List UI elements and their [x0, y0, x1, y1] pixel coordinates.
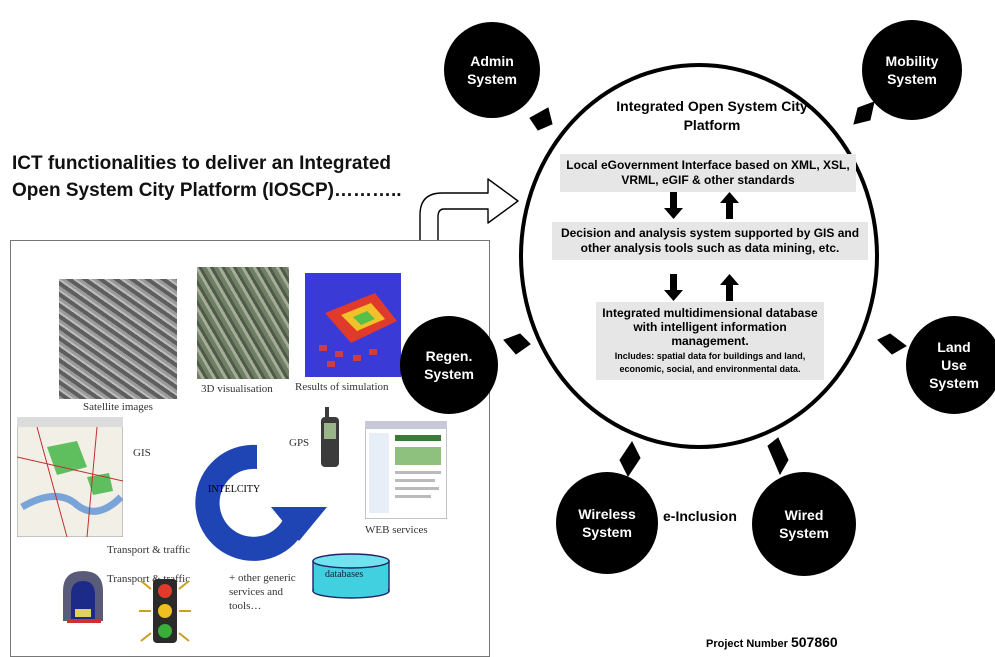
satellite-caption: Satellite images [83, 401, 153, 413]
traffic-light-icon [139, 579, 191, 643]
simulation-image [305, 273, 401, 377]
intelcity-label: INTELCITY [208, 484, 261, 495]
databases-icon [312, 553, 390, 599]
satellite-image [59, 279, 177, 399]
decision-analysis-box: Decision and analysis system supported b… [552, 222, 868, 260]
project-number: Project Number 507860 [706, 634, 838, 650]
platform-title: Integrated Open System City Platform [616, 98, 808, 133]
project-number-label: Project Number [706, 638, 788, 650]
3d-visualisation-image [197, 267, 289, 379]
regen-system-node: Regen.System [400, 316, 498, 414]
flow-arrows-upper [664, 192, 739, 219]
integrated-database-box: Integrated multidimensional database wit… [596, 302, 824, 380]
flow-arrows-lower [664, 274, 739, 301]
intelcity-logo [195, 444, 327, 561]
gps-caption: GPS [289, 437, 310, 449]
panel-to-platform-arrow [419, 178, 519, 245]
web-services-caption: WEB services [365, 524, 428, 536]
gis-caption: GIS [133, 447, 151, 459]
tunnel-icon [63, 571, 103, 623]
gis-map-image [17, 417, 123, 537]
3d-visualisation-caption: 3D visualisation [201, 383, 273, 395]
egovernment-interface-box: Local eGovernment Interface based on XML… [560, 154, 856, 192]
project-number-value: 507860 [790, 634, 838, 650]
databases-label: databases [325, 569, 364, 580]
simulation-caption: Results of simulation [295, 381, 389, 393]
gps-device-icon [321, 407, 339, 467]
other-services-text: + other generic services and tools… [229, 572, 296, 612]
ict-functions-panel: Satellite images 3D visualisation Result… [10, 240, 490, 657]
database-box-main-text: Integrated multidimensional database wit… [602, 306, 818, 348]
database-box-sub-text: Includes: spatial data for buildings and… [614, 351, 806, 374]
transport-caption-1: Transport & traffic [107, 544, 191, 556]
e-inclusion-label: e-Inclusion [663, 508, 737, 524]
web-services-image [365, 421, 447, 519]
main-heading: ICT functionalities to deliver an Integr… [12, 153, 402, 201]
